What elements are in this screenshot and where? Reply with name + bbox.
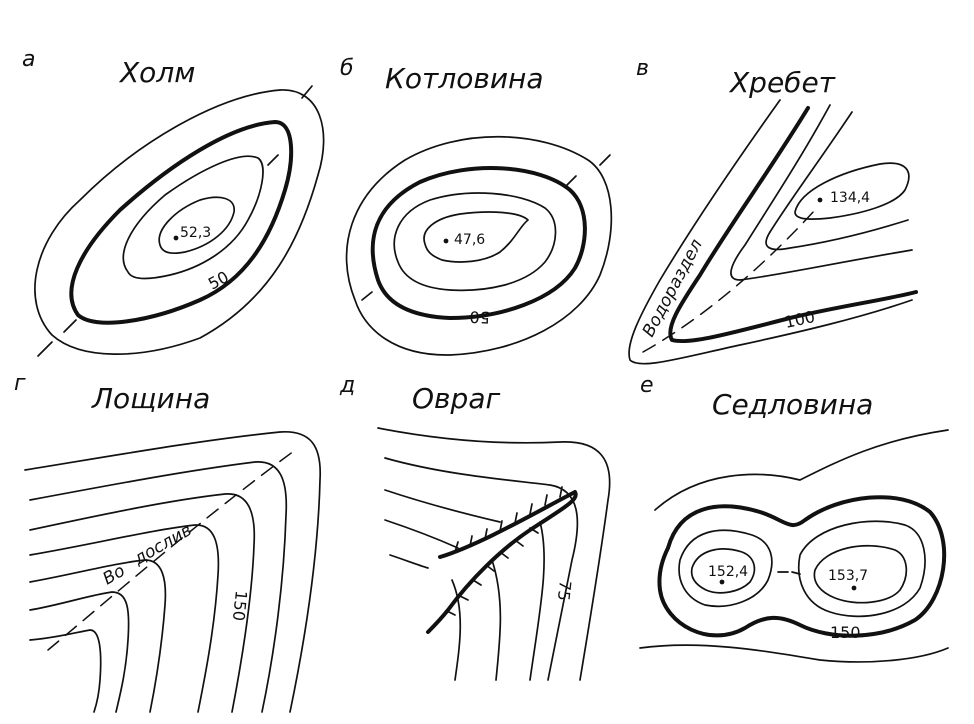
contour-line xyxy=(389,554,429,569)
contour-line-index xyxy=(69,120,294,325)
spot-height-dot xyxy=(443,238,449,244)
panel-title: Лощина xyxy=(91,382,210,415)
thalweg-line xyxy=(47,447,299,651)
contour-line xyxy=(491,559,502,681)
panel-letter: б xyxy=(340,56,354,81)
contour-line xyxy=(529,521,545,681)
spot-height: 134,4 xyxy=(830,190,870,206)
contour-line xyxy=(29,591,130,713)
contour-line xyxy=(794,162,910,220)
watershed-line xyxy=(642,209,816,353)
contour-line xyxy=(678,529,773,608)
panel-hollow: г Лощина Во дослив 150 xyxy=(14,371,322,713)
contour-label: 75 xyxy=(554,580,575,602)
panel-letter: г xyxy=(14,371,26,396)
spot-height: 47,6 xyxy=(454,232,485,248)
contour-line xyxy=(451,579,462,681)
panel-letter: в xyxy=(636,56,649,81)
contour-line xyxy=(690,548,756,594)
contour-line xyxy=(384,519,459,549)
panel-title: Котловина xyxy=(385,62,544,95)
slope-tick xyxy=(267,154,279,166)
contour-line xyxy=(628,99,913,365)
contour-line xyxy=(384,489,501,523)
slope-tick xyxy=(63,319,77,333)
contour-label: 150 xyxy=(830,623,861,642)
contour-line xyxy=(423,211,529,263)
contour-line xyxy=(639,644,949,663)
panel-letter: д xyxy=(339,373,355,398)
slope-tick xyxy=(599,154,611,166)
contour-line xyxy=(122,155,264,280)
spot-height-dot xyxy=(817,197,823,203)
contour-line xyxy=(29,524,220,713)
contour-line xyxy=(29,559,167,713)
spot-height: 153,7 xyxy=(828,568,868,584)
contour-line-index xyxy=(370,166,587,320)
contour-line xyxy=(29,461,288,713)
panel-ridge: в Хребет 134,4 Водораздел 100 xyxy=(628,56,918,365)
contour-line xyxy=(654,429,949,511)
contour-label: 150 xyxy=(229,590,251,622)
panel-title: Холм xyxy=(118,56,195,89)
contour-line xyxy=(24,431,322,713)
contour-line xyxy=(29,493,256,713)
panel-hill: а Холм 52,3 50 xyxy=(22,47,325,357)
spot-height-dot xyxy=(851,585,857,591)
panel-letter: е xyxy=(640,373,654,398)
spot-height: 52,3 xyxy=(180,225,211,241)
panel-saddle: е Седловина 152,4 153,7 150 xyxy=(639,373,949,663)
slope-tick xyxy=(791,571,801,575)
slope-tick xyxy=(37,341,53,357)
panel-title: Седловина xyxy=(712,388,873,421)
contour-line-index xyxy=(668,106,918,344)
slope-tick xyxy=(565,175,577,187)
contour-line xyxy=(765,111,909,251)
contour-line xyxy=(29,629,102,713)
panel-title: Хребет xyxy=(728,66,836,99)
contour-line xyxy=(393,192,557,292)
contour-label: 50 xyxy=(205,267,232,293)
contour-line xyxy=(813,544,908,604)
slope-tick xyxy=(301,85,313,99)
contour-line xyxy=(798,520,926,618)
panel-letter: а xyxy=(22,47,35,72)
contour-label: 50 xyxy=(469,307,490,327)
panel-title: Овраг xyxy=(412,382,500,415)
thalweg-label: дослив xyxy=(130,520,196,570)
gully-hachures xyxy=(446,486,563,616)
contour-line xyxy=(377,427,611,681)
spot-height: 152,4 xyxy=(708,564,748,580)
panel-basin: б Котловина 47,6 50 xyxy=(340,56,613,356)
panel-gully: д Овраг 75 xyxy=(339,373,611,681)
contour-line xyxy=(384,457,579,681)
contour-line xyxy=(730,104,913,281)
contour-line xyxy=(345,135,613,356)
gully-edge xyxy=(426,490,578,634)
contour-line-index xyxy=(657,495,947,638)
slope-tick xyxy=(361,291,373,301)
contour-line xyxy=(34,89,325,355)
spot-height-dot xyxy=(719,579,725,585)
contour-line xyxy=(158,196,235,255)
spot-height-dot xyxy=(173,235,179,241)
